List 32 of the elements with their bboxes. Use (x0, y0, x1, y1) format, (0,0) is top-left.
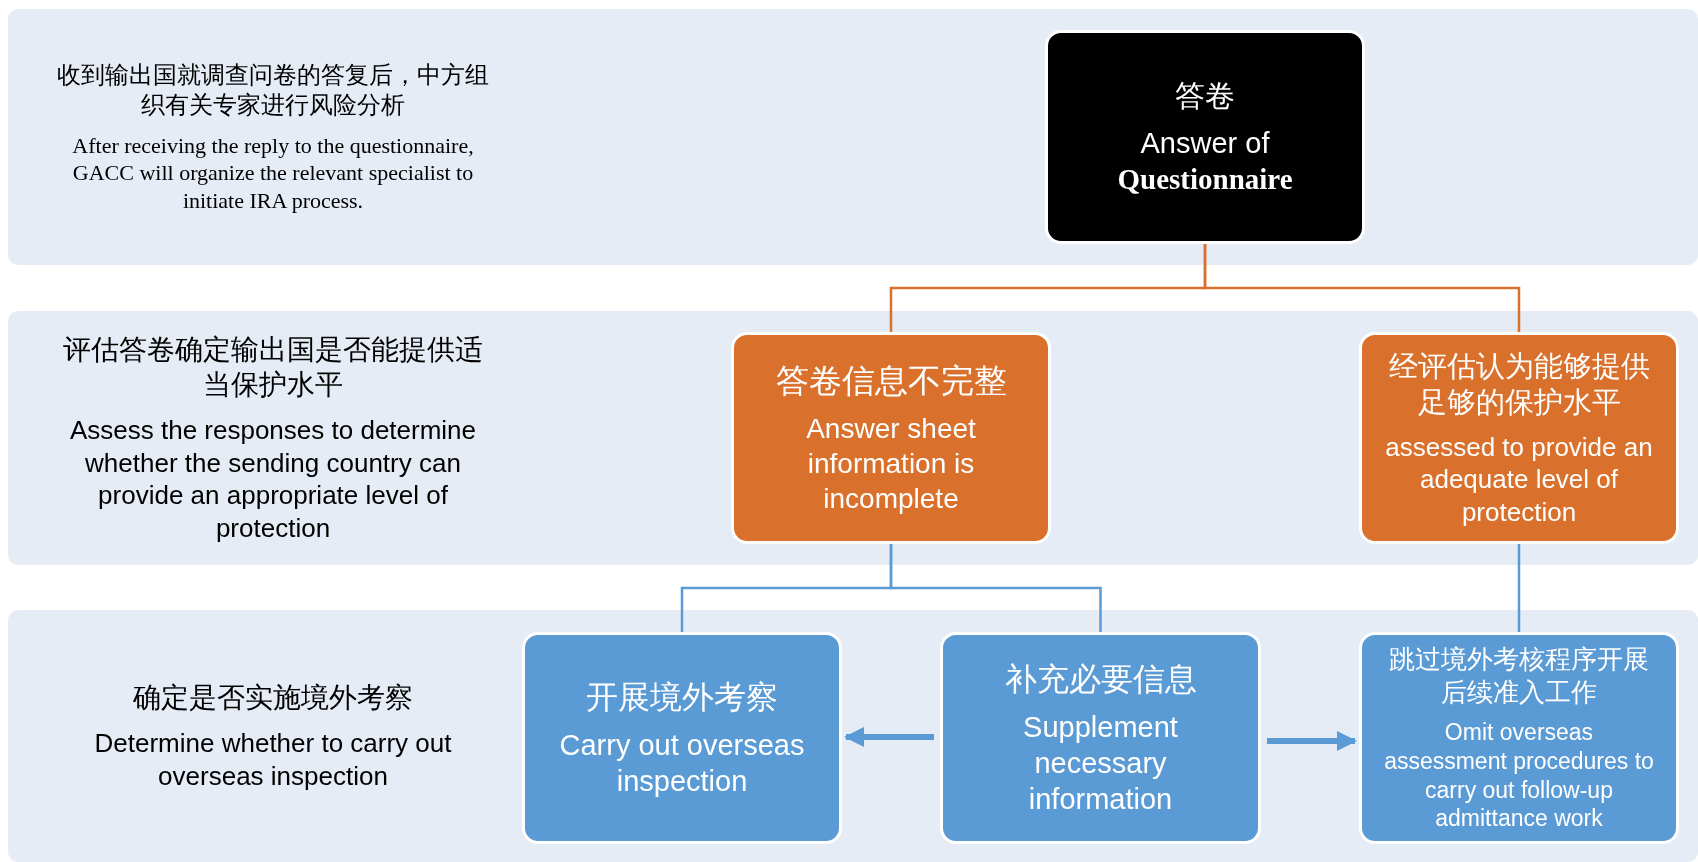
arrow (843, 726, 934, 748)
chinese-heading: 补充必要信息 (1004, 659, 1197, 699)
chinese-heading: 确定是否实施境外考察 (132, 681, 414, 715)
process-box (522, 632, 842, 844)
arrow (1267, 730, 1358, 752)
process-box (940, 632, 1261, 844)
process-box (1359, 632, 1679, 844)
process-box (731, 332, 1051, 544)
english-text: Carry out overseas inspection (558, 727, 806, 799)
chinese-heading: 开展境外考察 (586, 677, 778, 717)
band-panel (8, 9, 1698, 265)
english-text: Answer sheet information is incomplete (805, 412, 977, 517)
process-box (1359, 332, 1679, 544)
english-text: Supplement necessary information (1022, 709, 1179, 818)
chinese-heading: 经评估认为能够提供足够的保护水平 (1387, 349, 1651, 421)
english-text: assessed to provide an adequate level of protection (1384, 430, 1654, 528)
english-text: Omit overseas assessment procedures to carry out follow-up admittance work (1384, 718, 1654, 833)
chinese-heading: 跳过境外考核程序开展后续准入工作 (1388, 643, 1650, 708)
process-box (1045, 30, 1365, 244)
connector-line (1517, 544, 1521, 632)
chinese-heading: 收到输出国就调查问卷的答复后，中方组织有关专家进行风险分析 (56, 59, 490, 120)
english-text: Answer of Questionnaire (1116, 125, 1294, 197)
english-text: Assess the responses to determine whether the sending country can provide an appropriate level of protection (68, 414, 478, 544)
chinese-heading: 评估答卷确定输出国是否能提供适当保护水平 (62, 333, 484, 402)
connector-line (1203, 244, 1521, 332)
english-text: Determine whether to carry out overseas inspection (93, 727, 453, 792)
chinese-heading: 答卷信息不完整 (775, 360, 1007, 401)
chinese-heading: 答卷 (1175, 78, 1235, 114)
band-panel (8, 610, 1698, 862)
band-panel (8, 311, 1698, 565)
english-text: After receiving the reply to the questionnaire, GACC will organize the relevant specialist to initiate IRA process. (71, 131, 475, 215)
connector-line (889, 544, 1102, 632)
